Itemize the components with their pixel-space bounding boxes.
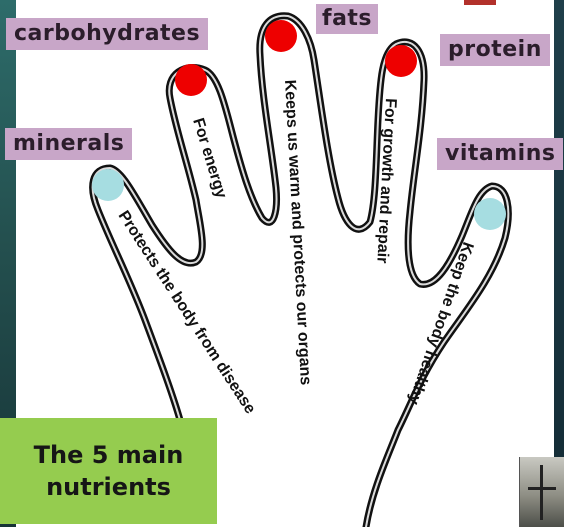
label-protein: protein: [440, 34, 550, 66]
protein-dot: [385, 45, 417, 77]
title-box: The 5 main nutrients: [0, 418, 217, 524]
label-carbohydrates: carbohydrates: [6, 18, 208, 50]
carbohydrates-dot: [175, 64, 207, 96]
label-minerals: minerals: [5, 128, 132, 160]
label-fats: fats: [316, 4, 378, 34]
thumbnail-mast: [540, 465, 543, 520]
corner-photo-thumbnail: [519, 457, 564, 527]
vitamins-finger-text: Keep the body healthy: [405, 240, 477, 407]
label-vitamins: vitamins: [437, 138, 563, 170]
fats-dot: [265, 20, 297, 52]
minerals-finger-text: Protects the body from disease: [115, 208, 259, 417]
title-line-2: nutrients: [0, 471, 217, 503]
thumbnail-beam: [528, 487, 556, 490]
minerals-dot: [92, 169, 124, 201]
title-line-1: The 5 main: [0, 439, 217, 471]
vitamins-dot: [474, 198, 506, 230]
fats-finger-text: Keeps us warm and protects our organs: [281, 79, 314, 385]
